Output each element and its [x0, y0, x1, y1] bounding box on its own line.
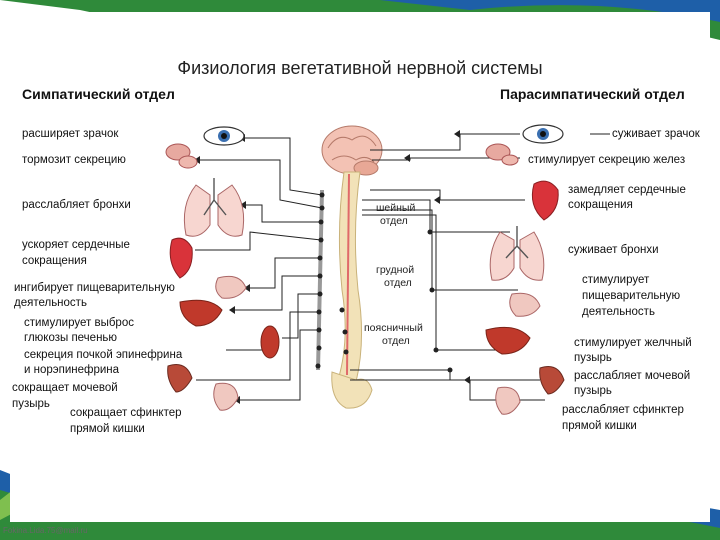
- lumbar-label-1: поясничный: [364, 322, 423, 334]
- para-bladder-label-2: пузырь: [574, 385, 612, 397]
- para-gall-label-1: стимулирует желчный: [574, 337, 692, 349]
- page-title: Физиология вегетативной нервной системы: [177, 58, 543, 78]
- para-digest-label-2: пищеварительную: [582, 290, 681, 302]
- heart-icon-right: [531, 180, 559, 221]
- para-rectum-label-1: расслабляет сфинктер: [562, 404, 684, 416]
- symp-rectum-label-1: сокращает сфинктер: [70, 407, 182, 419]
- cervical-label-2: отдел: [380, 215, 408, 227]
- para-digest-label-3: деятельность: [582, 306, 655, 318]
- sympathetic-arrows: [194, 134, 250, 404]
- rectum-icon-left: [213, 382, 239, 411]
- cervical-label-1: шейный: [376, 202, 416, 214]
- thoracic-label-2: отдел: [384, 277, 412, 289]
- salivary-gland-icon-left: [165, 143, 198, 169]
- para-heart-label-2: сокращения: [568, 199, 633, 211]
- sympathetic-header: Симпатический отдел: [22, 86, 175, 102]
- kidney-icon-left: [260, 325, 280, 359]
- salivary-gland-icon-right: [485, 143, 519, 166]
- para-gall-label-2: пузырь: [574, 352, 612, 364]
- lumbar-label-2: отдел: [382, 335, 410, 347]
- stomach-icon-right: [509, 292, 541, 317]
- symp-secretion-label: тормозит секрецию: [22, 154, 126, 166]
- sympathetic-nerves: [195, 137, 323, 401]
- symp-heart-label-1: ускоряет сердечные: [22, 239, 130, 251]
- symp-bladder-label-1: сокращает мочевой: [12, 382, 118, 394]
- symp-digest-label-1: ингибирует пищеварительную: [14, 282, 175, 294]
- symp-adrenal-label-1: секреция почкой эпинефрина: [24, 349, 183, 361]
- liver-icon-left: [179, 299, 223, 327]
- symp-liver-label-1: стимулирует выброс: [24, 317, 134, 329]
- eye-icon-left: [203, 126, 245, 146]
- lungs-icon-right: [489, 226, 545, 281]
- symp-digest-label-2: деятельность: [14, 297, 87, 309]
- footer-email: Fokina.Lida.75@mail.ru: [3, 526, 88, 535]
- bladder-icon-right: [539, 366, 565, 395]
- symp-heart-label-2: сокращения: [22, 255, 87, 267]
- parasympathetic-nerves: [350, 133, 610, 401]
- symp-adrenal-label-2: и норэпинефрина: [24, 364, 120, 376]
- para-secretion-label: стимулирует секрецию желез: [528, 154, 686, 166]
- bladder-icon-left: [167, 364, 193, 393]
- symp-bladder-label-2: пузырь: [12, 398, 50, 410]
- para-pupil-label: суживает зрачок: [612, 128, 700, 140]
- rectum-icon-right: [495, 386, 521, 415]
- para-bronchi-label: суживает бронхи: [568, 244, 659, 256]
- liver-icon-right: [485, 326, 531, 355]
- para-bladder-label-1: расслабляет мочевой: [574, 370, 691, 382]
- para-heart-label-1: замедляет сердечные: [568, 184, 686, 196]
- eye-icon-right: [522, 124, 564, 144]
- sympathetic-chain: [316, 189, 324, 371]
- stomach-icon-left: [215, 275, 247, 299]
- para-rectum-label-2: прямой кишки: [562, 420, 637, 432]
- lungs-icon-left: [183, 178, 245, 237]
- thoracic-label-1: грудной: [376, 264, 415, 276]
- symp-pupil-label: расширяет зрачок: [22, 128, 119, 140]
- heart-icon-left: [169, 237, 193, 279]
- slide-frame: [10, 12, 710, 522]
- parasympathetic-header: Парасимпатический отдел: [500, 86, 685, 102]
- symp-bronchi-label: расслабляет бронхи: [22, 199, 131, 211]
- top-wave-blue: [380, 0, 720, 22]
- symp-rectum-label-2: прямой кишки: [70, 423, 145, 435]
- para-digest-label-1: стимулирует: [582, 274, 650, 286]
- symp-liver-label-2: глюкозы печенью: [24, 332, 118, 344]
- spinal-cord-icon: [331, 171, 373, 409]
- parasympathetic-arrows: [404, 130, 470, 384]
